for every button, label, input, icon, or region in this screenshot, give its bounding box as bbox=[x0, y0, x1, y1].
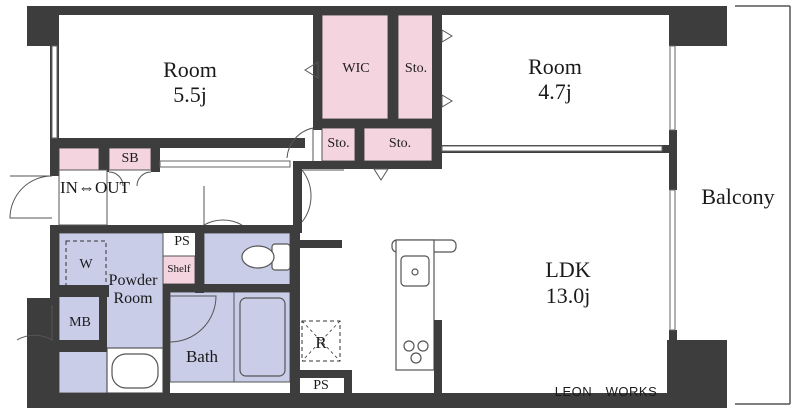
kitchen-counter bbox=[391, 239, 457, 371]
fridge-space bbox=[301, 320, 341, 362]
room-east-size: 4.7j bbox=[538, 79, 572, 104]
storage-top-label: Sto. bbox=[404, 61, 428, 76]
wic-label: WIC bbox=[342, 61, 370, 76]
entrance-label: IN⇔OUT bbox=[60, 178, 130, 197]
washbasin bbox=[106, 347, 164, 394]
room-east-name: Room bbox=[528, 54, 582, 79]
shoe-box-label: SB bbox=[121, 151, 139, 166]
credit-text: LEON WORKS bbox=[554, 384, 658, 399]
refrigerator-label: R bbox=[315, 333, 327, 352]
toilet bbox=[241, 243, 291, 271]
bath-label: Bath bbox=[185, 347, 219, 366]
meter-box-label: MB bbox=[69, 315, 91, 330]
pipe-shaft-upper-label: PS bbox=[174, 234, 190, 249]
ldk-size: 13.0j bbox=[545, 283, 591, 308]
washer-label: W bbox=[79, 257, 93, 272]
room-west-name: Room bbox=[163, 57, 217, 82]
powder-room-label-2: Room bbox=[113, 290, 153, 307]
windows bbox=[51, 45, 676, 331]
balcony-label: Balcony bbox=[701, 184, 775, 209]
balcony-area bbox=[735, 5, 791, 405]
shelf-label: Shelf bbox=[167, 263, 191, 275]
powder-room-label-1: Powder bbox=[108, 272, 158, 289]
ldk-name: LDK bbox=[545, 257, 591, 282]
door-swings bbox=[9, 29, 453, 343]
storage-mid-left-label: Sto. bbox=[327, 136, 350, 151]
pipe-shaft-lower-label: PS bbox=[313, 378, 329, 393]
storage-mid-right-label: Sto. bbox=[388, 136, 412, 151]
bathtub bbox=[239, 297, 286, 377]
room-west-size: 5.5j bbox=[173, 82, 207, 107]
